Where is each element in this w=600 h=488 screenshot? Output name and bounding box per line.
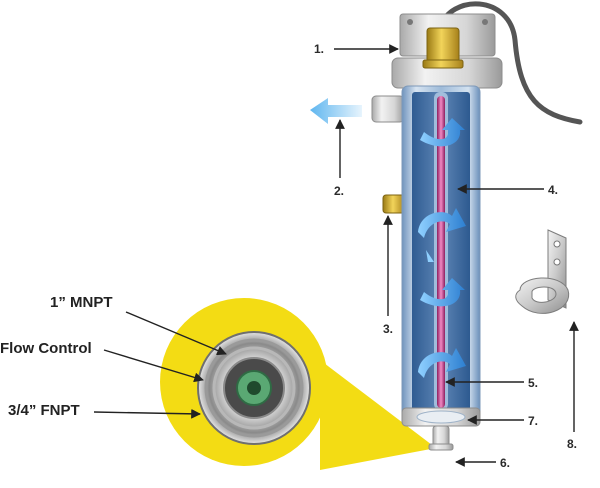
mount-screw <box>407 19 413 25</box>
callout-label-1: 1. <box>314 42 325 56</box>
callout-label-3: 3. <box>383 322 394 336</box>
brass-connector-nut <box>422 59 464 69</box>
brass-connector <box>426 27 460 65</box>
label-flow-control: Flow Control <box>0 340 92 357</box>
zoom-highlight-wedge <box>320 360 436 470</box>
label-arrow-flow-control <box>103 349 204 383</box>
label-arrow-mnpt <box>125 311 227 356</box>
label-fnpt: 3/4” FNPT <box>8 402 80 419</box>
mount-screw <box>482 19 488 25</box>
power-cable <box>437 1 583 125</box>
callout-label-5: 5. <box>528 376 539 390</box>
drain-nut <box>428 443 454 451</box>
bracket-screw-hole <box>553 258 561 266</box>
outlet-port <box>371 95 405 123</box>
flow-control-orifice <box>247 381 261 395</box>
uv-lamp <box>437 96 445 408</box>
flow-arrow-icon <box>418 208 466 238</box>
label-mnpt: 1” MNPT <box>50 294 113 311</box>
bracket-screw-hole <box>553 240 561 248</box>
flow-arrow-icon <box>420 278 465 307</box>
callout-label-2: 2. <box>334 184 345 198</box>
fitting-thread-ring <box>204 338 304 438</box>
callout-label-4: 4. <box>548 183 559 197</box>
bracket-ring <box>515 277 570 314</box>
callout-label-7: 7. <box>528 414 539 428</box>
callout-label-6: 6. <box>500 456 511 470</box>
flow-arrow-icon <box>418 348 466 378</box>
callout-label-8: 8. <box>567 437 578 451</box>
outlet-arrow-icon <box>310 98 362 124</box>
fitting-thread-ring <box>212 346 296 430</box>
flow-arrow-icon <box>420 118 465 147</box>
flow-arrow-icon <box>426 250 434 262</box>
wiper-disc <box>416 410 466 424</box>
label-arrow-fnpt <box>93 408 201 419</box>
